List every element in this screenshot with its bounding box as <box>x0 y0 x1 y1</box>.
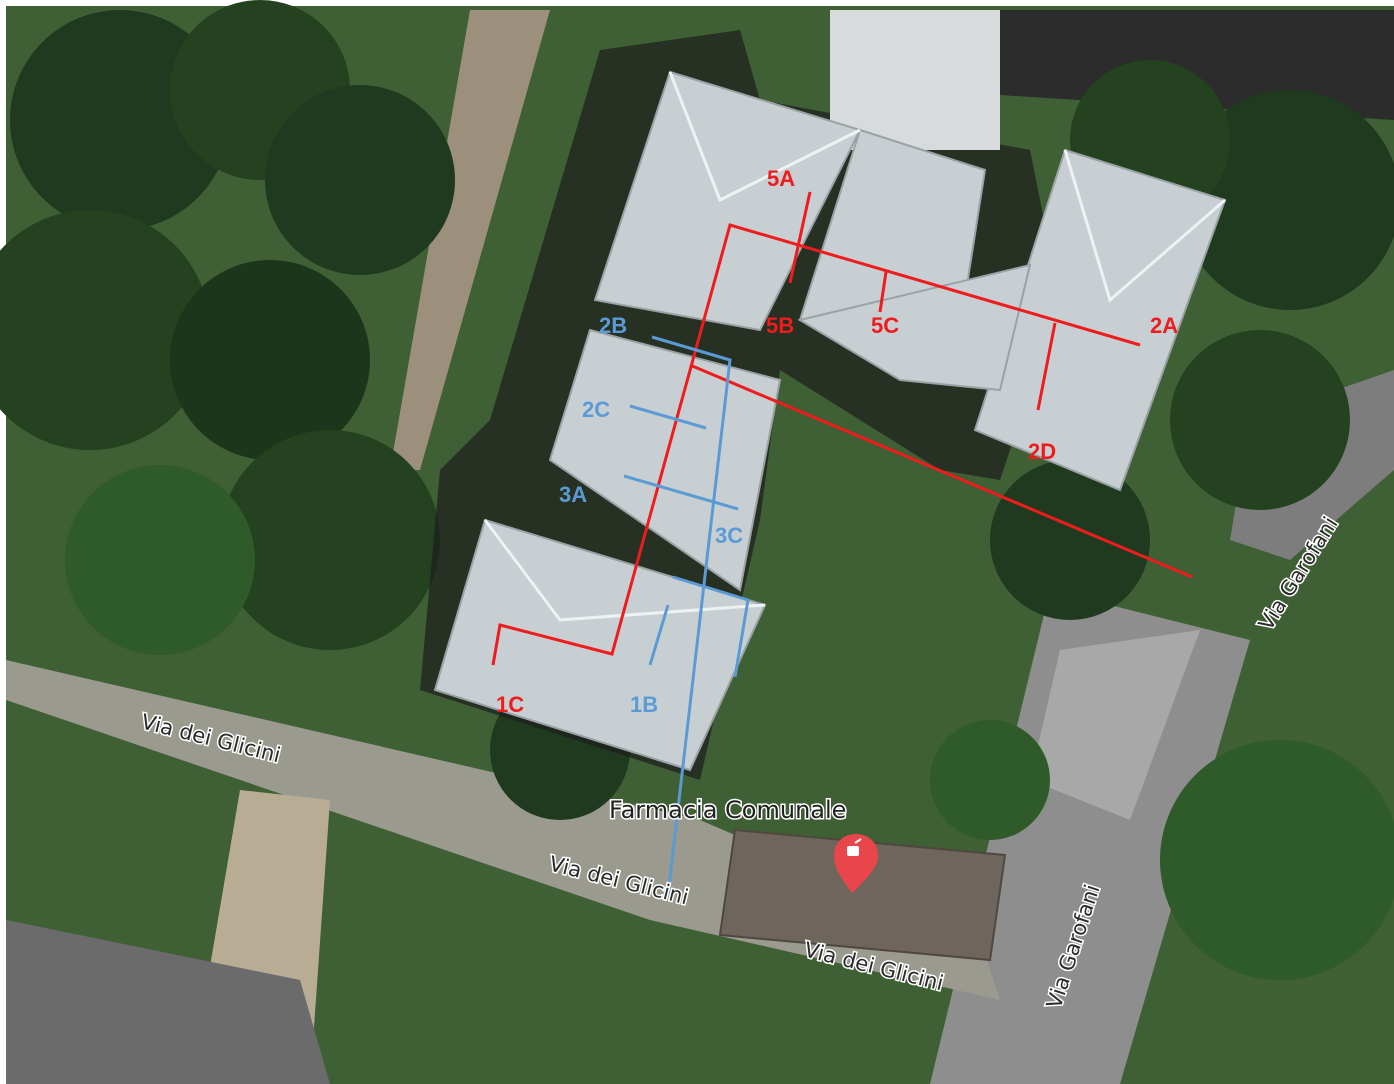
label-3A: 3A <box>559 482 587 507</box>
label-5B: 5B <box>766 313 794 338</box>
poi-label-pharmacy[interactable]: Farmacia Comunale <box>608 795 848 826</box>
pharmacy-building <box>718 828 1007 962</box>
label-5A: 5A <box>767 166 795 191</box>
blue-route-lines <box>623 335 750 896</box>
label-2B: 2B <box>599 313 627 338</box>
label-1C: 1C <box>496 692 524 717</box>
red-route-lines <box>491 191 1193 666</box>
tree-canopy <box>0 0 1394 980</box>
label-2C: 2C <box>582 397 610 422</box>
pharmacy-pin-icon[interactable] <box>834 834 878 893</box>
parking-spaces <box>1030 630 1200 820</box>
label-5C: 5C <box>871 313 899 338</box>
label-1B: 1B <box>630 692 658 717</box>
garofani-road <box>930 590 1250 1084</box>
label-2D: 2D <box>1028 439 1056 464</box>
street-bottom-left <box>6 920 330 1084</box>
mortar-pestle-icon <box>847 846 859 856</box>
label-3C: 3C <box>715 523 743 548</box>
path-left <box>390 10 550 470</box>
annex-roof <box>830 10 1000 150</box>
label-2A: 2A <box>1150 313 1178 338</box>
